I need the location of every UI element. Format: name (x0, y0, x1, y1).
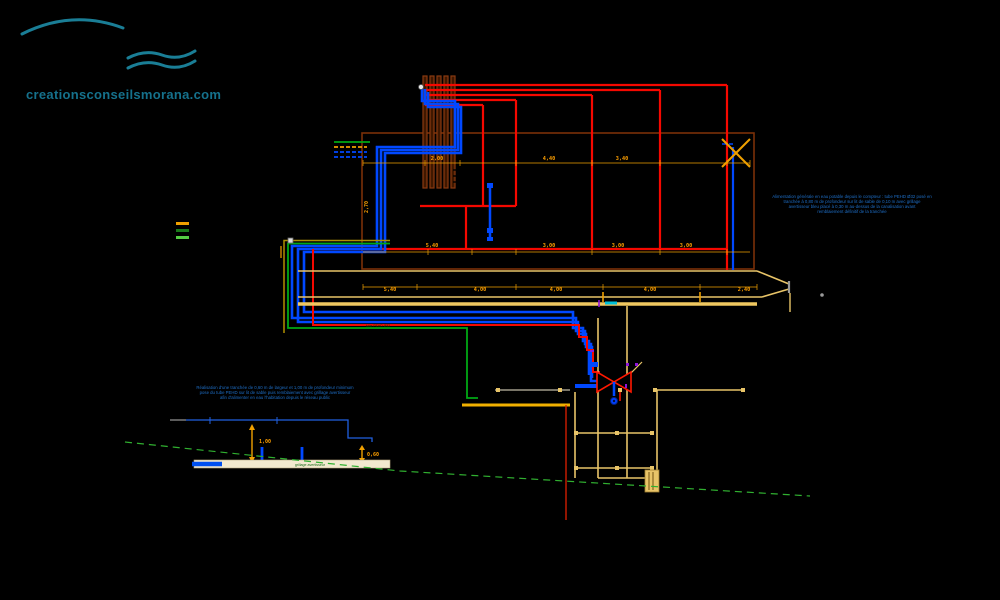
yellow-service-pipe (283, 239, 390, 333)
trench-annotation-note: Réalisation d'une tranchée de 0,60 m de … (196, 385, 354, 400)
svg-text:4,00: 4,00 (644, 287, 657, 293)
svg-text:0,60: 0,60 (367, 452, 379, 458)
logo-wave-upper (126, 49, 197, 60)
svg-text:Réalisation d'une tranchée de: Réalisation d'une tranchée de 0,60 m de … (196, 385, 354, 390)
svg-text:4,00: 4,00 (474, 287, 487, 293)
bundle-start-marker (287, 237, 294, 244)
svg-text:afin d'alimenter en eau l'habi: afin d'alimenter en eau l'habitation dep… (220, 395, 331, 400)
svg-text:pose du tube PEHD sur lit de s: pose du tube PEHD sur lit de sable puis … (200, 390, 351, 395)
legend-linetypes (334, 141, 370, 158)
svg-text:2,40: 2,40 (738, 287, 751, 293)
logo-wave-lower (126, 59, 197, 70)
pipe-couplings (453, 169, 465, 183)
terrain-dashed-line (124, 441, 811, 497)
svg-text:avertisseur bleu placé à 0,30: avertisseur bleu placé à 0,30 m au-dessu… (789, 204, 917, 209)
svg-text:3,00: 3,00 (543, 243, 556, 249)
trench-channel (298, 270, 791, 312)
hot-water-bundle-line (312, 249, 600, 373)
svg-text:Alimentation générale en eau p: Alimentation générale en eau potable dep… (772, 194, 932, 199)
svg-text:2,00: 2,00 (431, 156, 444, 162)
svg-text:tranchée à 0,80 m de profondeu: tranchée à 0,80 m de profondeur sur lit … (783, 199, 921, 204)
svg-text:remblaiement définitif de la t: remblaiement définitif de la tranchée (817, 209, 887, 214)
connection-point-marker (418, 84, 424, 90)
svg-text:3,00: 3,00 (612, 243, 625, 249)
logo-url: creationsconseilsmorana.com (26, 87, 221, 102)
manhole-detail (495, 306, 745, 479)
hot-water-pipes (313, 83, 729, 270)
svg-text:1,00: 1,00 (259, 439, 271, 445)
svg-text:3,40: 3,40 (616, 156, 629, 162)
right-annotation-note: Alimentation générale en eau potable dep… (772, 194, 932, 214)
pipe-label: tube PEHD Ø32 (366, 324, 390, 328)
depth-dimension (249, 424, 255, 463)
svg-text:3,00: 3,00 (680, 243, 693, 249)
building-outline (361, 132, 755, 270)
channel-ticks (602, 292, 701, 302)
logo: creationsconseilsmorana.com (20, 18, 221, 102)
purple-fittings (590, 350, 638, 388)
dimension-labels: 2,00 4,40 3,40 5,40 3,00 3,00 3,00 5,40 … (259, 156, 750, 458)
small-dot-marker (820, 293, 824, 297)
manhole-node-squares (496, 388, 745, 470)
valve-junction (575, 362, 632, 405)
logo-wave-arc (20, 18, 125, 36)
manifold-studs (422, 75, 456, 189)
tan-arrow-tick (629, 361, 643, 375)
dimension-lines (362, 160, 758, 290)
manhole-box (644, 469, 660, 493)
svg-text:4,40: 4,40 (543, 156, 556, 162)
svg-text:5,40: 5,40 (384, 287, 397, 293)
warning-tape-label: grillage avertisseur (295, 463, 326, 467)
mid-fixture-detail (487, 183, 493, 241)
trench-section: grillage avertisseur (170, 417, 391, 469)
svg-text:4,00: 4,00 (550, 287, 563, 293)
svg-text:5,40: 5,40 (426, 243, 439, 249)
green-service-pipe: tube PEHD Ø32 (287, 242, 478, 399)
legend-colors (176, 222, 189, 239)
svg-text:2,70: 2,70 (364, 201, 370, 213)
sand-bed-bar (193, 459, 391, 469)
